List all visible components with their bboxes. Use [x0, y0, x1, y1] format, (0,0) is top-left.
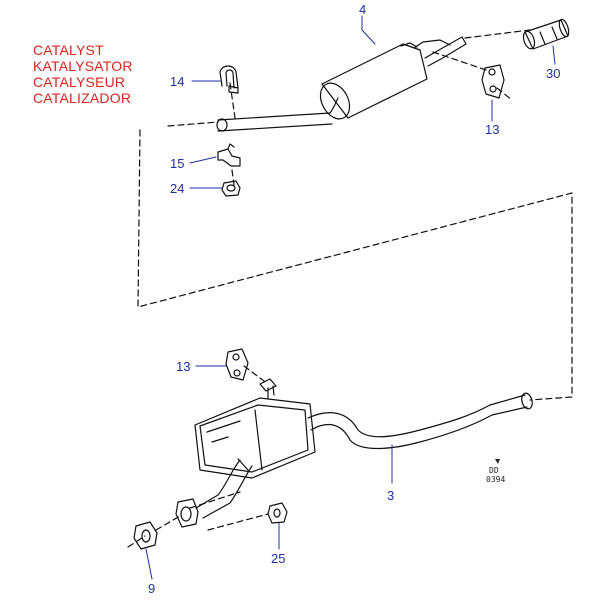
callout-25: 25: [271, 551, 285, 566]
leader-15: [189, 156, 217, 164]
rubber-mount-top: [481, 64, 505, 99]
front-downpipe: [195, 458, 253, 519]
flange-gasket: [133, 521, 158, 550]
callout-3: 3: [387, 488, 394, 503]
dash-to-tailpipe: [464, 29, 531, 39]
rubber-mount-lower: [225, 348, 277, 399]
leader-4: [361, 15, 376, 45]
callout-24: 24: [170, 181, 184, 196]
dash-clamp-14: [229, 82, 236, 119]
callout-15: 15: [170, 156, 184, 171]
dash-mount-13-top: [432, 51, 513, 101]
center-muffler: [194, 397, 316, 479]
legend-line-en: CATALYST: [33, 42, 104, 58]
flange-nut: [221, 180, 241, 197]
front-pipe-upper: [216, 97, 339, 132]
clamp-bracket: [217, 143, 241, 167]
callout-9: 9: [148, 581, 155, 596]
dash-mount-13-lower: [243, 365, 269, 385]
u-bolt-clamp: [219, 65, 239, 94]
diagram-code: DD 0394: [486, 459, 505, 484]
callout-13-top: 13: [485, 122, 499, 137]
leader-30: [552, 45, 556, 65]
dash-front-pipe-left: [167, 121, 219, 127]
leader-lines: [145, 15, 556, 580]
legend-line-es: CATALIZADOR: [33, 90, 132, 106]
code-mark-icon: [495, 459, 500, 464]
callout-14: 14: [170, 74, 184, 89]
front-flange: [175, 498, 199, 528]
callout-4: 4: [359, 2, 366, 17]
rear-muffler: [319, 36, 467, 120]
connection-dash-left-loop: [137, 129, 573, 401]
code-line-2: 0394: [486, 475, 505, 484]
legend-line-fr: CATALYSEUR: [33, 74, 126, 90]
pipe-nut: [267, 502, 288, 524]
leader-9: [145, 548, 153, 580]
callout-13-lower: 13: [176, 359, 190, 374]
dash-nut-24: [231, 169, 235, 186]
code-line-1: DD: [489, 466, 499, 475]
catalyst-legend: CATALYST KATALYSATOR CATALYSEUR CATALIZA…: [33, 42, 133, 106]
intermediate-pipe: [307, 392, 533, 450]
legend-line-de: KATALYSATOR: [33, 58, 133, 74]
callout-30: 30: [546, 66, 560, 81]
tailpipe-tip: [522, 18, 570, 50]
